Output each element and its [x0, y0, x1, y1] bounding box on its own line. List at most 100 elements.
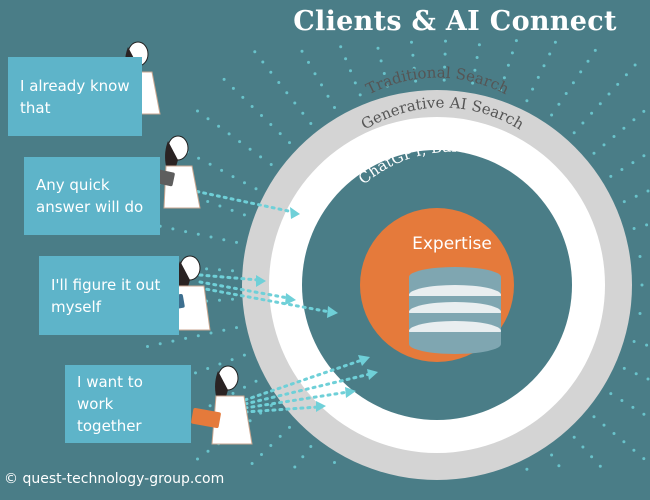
decorative-dot [309, 122, 313, 125]
decorative-dot [259, 155, 263, 159]
decorative-dot [502, 76, 506, 80]
decorative-dot [220, 168, 224, 172]
decorative-dot [206, 367, 210, 370]
decorative-dot [222, 77, 226, 81]
decorative-dot [339, 45, 343, 49]
decorative-dot [333, 461, 336, 464]
arrow-together-1 [243, 358, 364, 402]
decorative-dot [592, 415, 596, 419]
decorative-dot [477, 43, 481, 47]
decorative-dot [231, 86, 235, 90]
decorative-dot [616, 82, 620, 86]
decorative-dot [609, 392, 613, 396]
decorative-dot [242, 353, 246, 357]
database-icon [409, 267, 501, 354]
decorative-dot [602, 423, 606, 427]
decorative-dot [241, 95, 245, 99]
decorative-dot [557, 464, 561, 468]
decorative-dot [326, 94, 330, 98]
decorative-dot [293, 465, 297, 469]
decorative-dot [550, 113, 554, 117]
decorative-dot [243, 181, 246, 185]
decorative-dot [579, 70, 583, 74]
decorative-dot [231, 391, 235, 395]
expertise-label: Expertise [412, 234, 492, 254]
decorative-dot [208, 162, 212, 166]
decorative-dot [171, 339, 175, 343]
decorative-dot [642, 457, 646, 461]
decorative-dot [254, 187, 258, 191]
arrow-figure-out-3 [198, 286, 332, 314]
decorative-dot [581, 121, 585, 125]
decorative-dot [333, 106, 336, 109]
decorative-dot [410, 40, 413, 44]
persona-text: I already know that [20, 76, 130, 117]
decorative-dot [253, 50, 257, 54]
decorative-dot [194, 371, 197, 375]
decorative-dot [634, 372, 638, 376]
decorative-dot [293, 101, 297, 105]
decorative-dot [209, 331, 213, 335]
decorative-dot [320, 83, 323, 87]
decorative-dot [514, 39, 518, 43]
decorative-dot [243, 385, 246, 389]
decorative-dot [285, 91, 289, 95]
decorative-dot [209, 235, 213, 239]
decorative-dot [632, 118, 636, 122]
decorative-dot [238, 140, 242, 144]
arrow-figure-out-2 [198, 280, 290, 300]
decorative-dot [269, 163, 273, 166]
decorative-dot [288, 425, 291, 429]
decorative-dot [412, 66, 416, 70]
decorative-dot [572, 435, 576, 439]
decorative-dot [557, 102, 561, 106]
woman-with-laptop-icon [191, 365, 253, 445]
decorative-dot [358, 93, 362, 97]
decorative-dot [218, 204, 222, 208]
decorative-dot [564, 92, 568, 95]
decorative-dot [471, 81, 475, 85]
decorative-dot [248, 147, 252, 151]
decorative-dot [548, 52, 552, 56]
decorative-dot [206, 200, 210, 203]
decorative-dot [525, 467, 529, 471]
decorative-dot [602, 143, 606, 147]
decorative-dot [278, 132, 282, 136]
decorative-dot [442, 78, 446, 82]
decorative-dot [261, 60, 265, 64]
decorative-dot [248, 419, 252, 423]
arrow-together-3 [243, 390, 350, 410]
decorative-dot [277, 81, 281, 84]
decorative-dot [376, 46, 380, 50]
decorative-dot [222, 238, 226, 242]
decorative-dot [542, 64, 546, 68]
decorative-dot [553, 40, 557, 44]
decorative-dot [307, 60, 310, 64]
decorative-dot [250, 105, 254, 108]
decorative-dot [646, 377, 650, 381]
decorative-dot [620, 399, 624, 402]
decorative-dot [498, 88, 502, 92]
arrow-together-2 [243, 372, 372, 406]
decorative-dot [222, 328, 226, 332]
decorative-dot [230, 358, 234, 362]
decorative-dot [269, 444, 273, 447]
decorative-dot [632, 448, 636, 452]
decorative-dot [607, 92, 611, 96]
decorative-dot [349, 69, 352, 73]
page-title: Clients & AI Connect [293, 6, 617, 37]
persona-text: I'll figure it out myself [51, 275, 161, 316]
decorative-dot [301, 455, 305, 459]
decorative-dot [217, 124, 221, 128]
decorative-dot [205, 267, 209, 271]
decorative-dot [620, 168, 624, 171]
copyright-notice: © quest-technology-group.com [4, 471, 225, 487]
decorative-dot [590, 111, 594, 115]
decorative-dot [254, 379, 258, 383]
decorative-dot [622, 366, 626, 370]
decorative-dot [206, 117, 210, 121]
decorative-dot [382, 72, 386, 75]
decorative-dot [260, 114, 263, 117]
